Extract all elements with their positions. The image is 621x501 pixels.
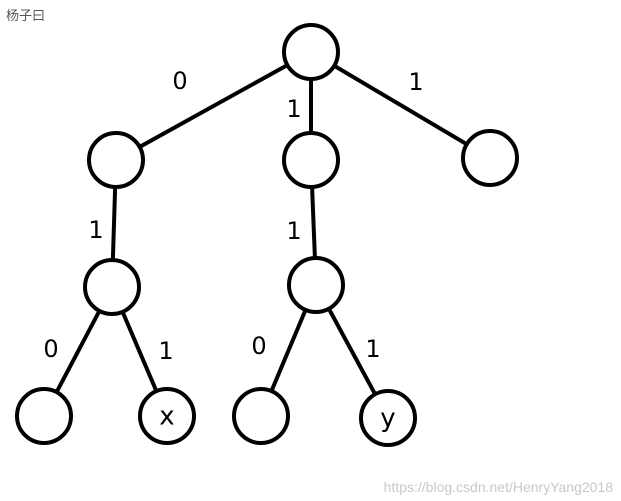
edge-label-n01-n011: 1	[158, 337, 173, 365]
node-n011	[138, 387, 196, 445]
node-n2	[461, 129, 519, 187]
node-n110	[232, 387, 290, 445]
author-caption: 杨子曰	[6, 9, 46, 24]
edge-label-n1-n11: 1	[286, 217, 301, 245]
node-n010	[15, 387, 73, 445]
node-n01	[83, 258, 141, 316]
tree-edges	[42, 50, 492, 419]
node-root	[282, 23, 340, 81]
edge-labels: 0 1 1 1 1 0 1 0 1	[43, 67, 423, 365]
node-label-n011: x	[159, 402, 174, 432]
edge-label-root-n2: 1	[408, 68, 423, 96]
watermark: https://blog.csdn.net/HenryYang2018	[383, 479, 613, 495]
edge-label-n0-n01: 1	[88, 216, 103, 244]
node-n111	[359, 389, 417, 447]
edge-label-n11-n111: 1	[365, 335, 380, 363]
node-label-n111: y	[380, 404, 395, 434]
node-n11	[287, 256, 345, 314]
edge-label-root-n0: 0	[172, 67, 187, 95]
edge-label-root-n1: 1	[286, 95, 301, 123]
node-n1	[282, 131, 340, 189]
edge-root-n0	[115, 50, 312, 162]
edge-root-n2	[309, 50, 492, 160]
edge-label-n11-n110: 0	[251, 332, 266, 360]
node-n0	[87, 131, 145, 189]
edge-label-n01-n010: 0	[43, 335, 58, 363]
